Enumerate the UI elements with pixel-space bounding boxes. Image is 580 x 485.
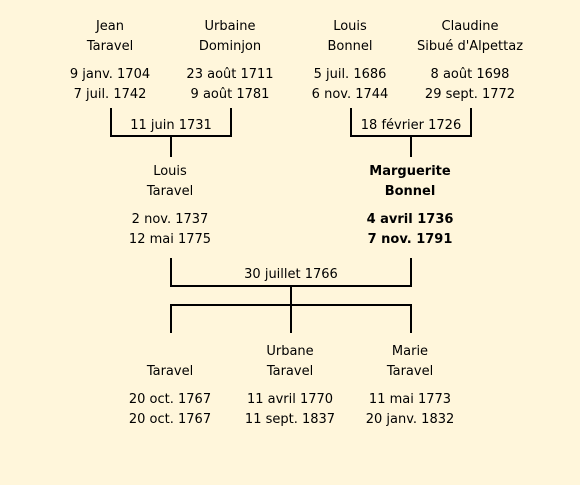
person-birth-date: 11 avril 1770 (246, 392, 334, 407)
person-surname: Bonnel (327, 39, 373, 54)
person-birth-date: 9 janv. 1704 (69, 67, 151, 82)
person-birth-date: 20 oct. 1767 (128, 392, 212, 407)
person-death-date: 29 sept. 1772 (424, 87, 516, 102)
person-first-name: Urbaine (204, 19, 256, 34)
person-louis-taravel: Louis Taravel 2 nov. 1737 12 mai 1775 (95, 162, 245, 250)
person-surname: Taravel (386, 364, 434, 379)
person-death-date: 7 juil. 1742 (73, 87, 147, 102)
person-first-name: Louis (153, 164, 187, 179)
person-death-date: 7 nov. 1791 (367, 232, 453, 247)
person-birth-date: 5 juil. 1686 (313, 67, 387, 82)
person-first-name: Louis (333, 19, 367, 34)
person-birth-date: 8 août 1698 (430, 67, 510, 82)
person-first-name: Urbane (266, 344, 314, 359)
person-birth-date: 11 mai 1773 (368, 392, 452, 407)
person-surname: Dominjon (198, 39, 262, 54)
marriage-date-parents: 30 juillet 1766 (244, 267, 338, 282)
person-first-name: Marguerite (369, 164, 451, 179)
person-first-name: Claudine (441, 19, 499, 34)
person-surname: Taravel (146, 184, 194, 199)
person-surname: Bonnel (384, 184, 436, 199)
person-surname: Taravel (266, 364, 314, 379)
marriage-date-maternal: 18 février 1726 (360, 118, 462, 133)
person-death-date: 11 sept. 1837 (244, 412, 336, 427)
person-claudine-sibue: Claudine Sibué d'Alpettaz 8 août 1698 29… (395, 17, 545, 105)
person-jean-taravel: Jean Taravel 9 janv. 1704 7 juil. 1742 (35, 17, 185, 105)
child-2: Urbane Taravel 11 avril 1770 11 sept. 18… (215, 342, 365, 430)
person-first-name: Jean (95, 19, 125, 34)
person-death-date: 20 oct. 1767 (128, 412, 212, 427)
person-first-name: Marie (391, 344, 429, 359)
person-surname: Taravel (86, 39, 134, 54)
person-urbaine-dominjon: Urbaine Dominjon 23 août 1711 9 août 178… (155, 17, 305, 105)
marriage-date-paternal: 11 juin 1731 (130, 118, 212, 133)
person-louis-bonnel: Louis Bonnel 5 juil. 1686 6 nov. 1744 (275, 17, 425, 105)
person-death-date: 9 août 1781 (190, 87, 270, 102)
person-marguerite-bonnel: Marguerite Bonnel 4 avril 1736 7 nov. 17… (335, 162, 485, 250)
person-birth-date: 23 août 1711 (186, 67, 274, 82)
person-surname: Sibué d'Alpettaz (416, 39, 524, 54)
person-birth-date: 4 avril 1736 (366, 212, 454, 227)
child-3: Marie Taravel 11 mai 1773 20 janv. 1832 (335, 342, 485, 430)
person-surname: Taravel (146, 364, 194, 379)
person-death-date: 20 janv. 1832 (365, 412, 455, 427)
person-death-date: 12 mai 1775 (128, 232, 212, 247)
child-1: Taravel 20 oct. 1767 20 oct. 1767 (95, 342, 245, 430)
person-birth-date: 2 nov. 1737 (131, 212, 209, 227)
person-death-date: 6 nov. 1744 (311, 87, 389, 102)
